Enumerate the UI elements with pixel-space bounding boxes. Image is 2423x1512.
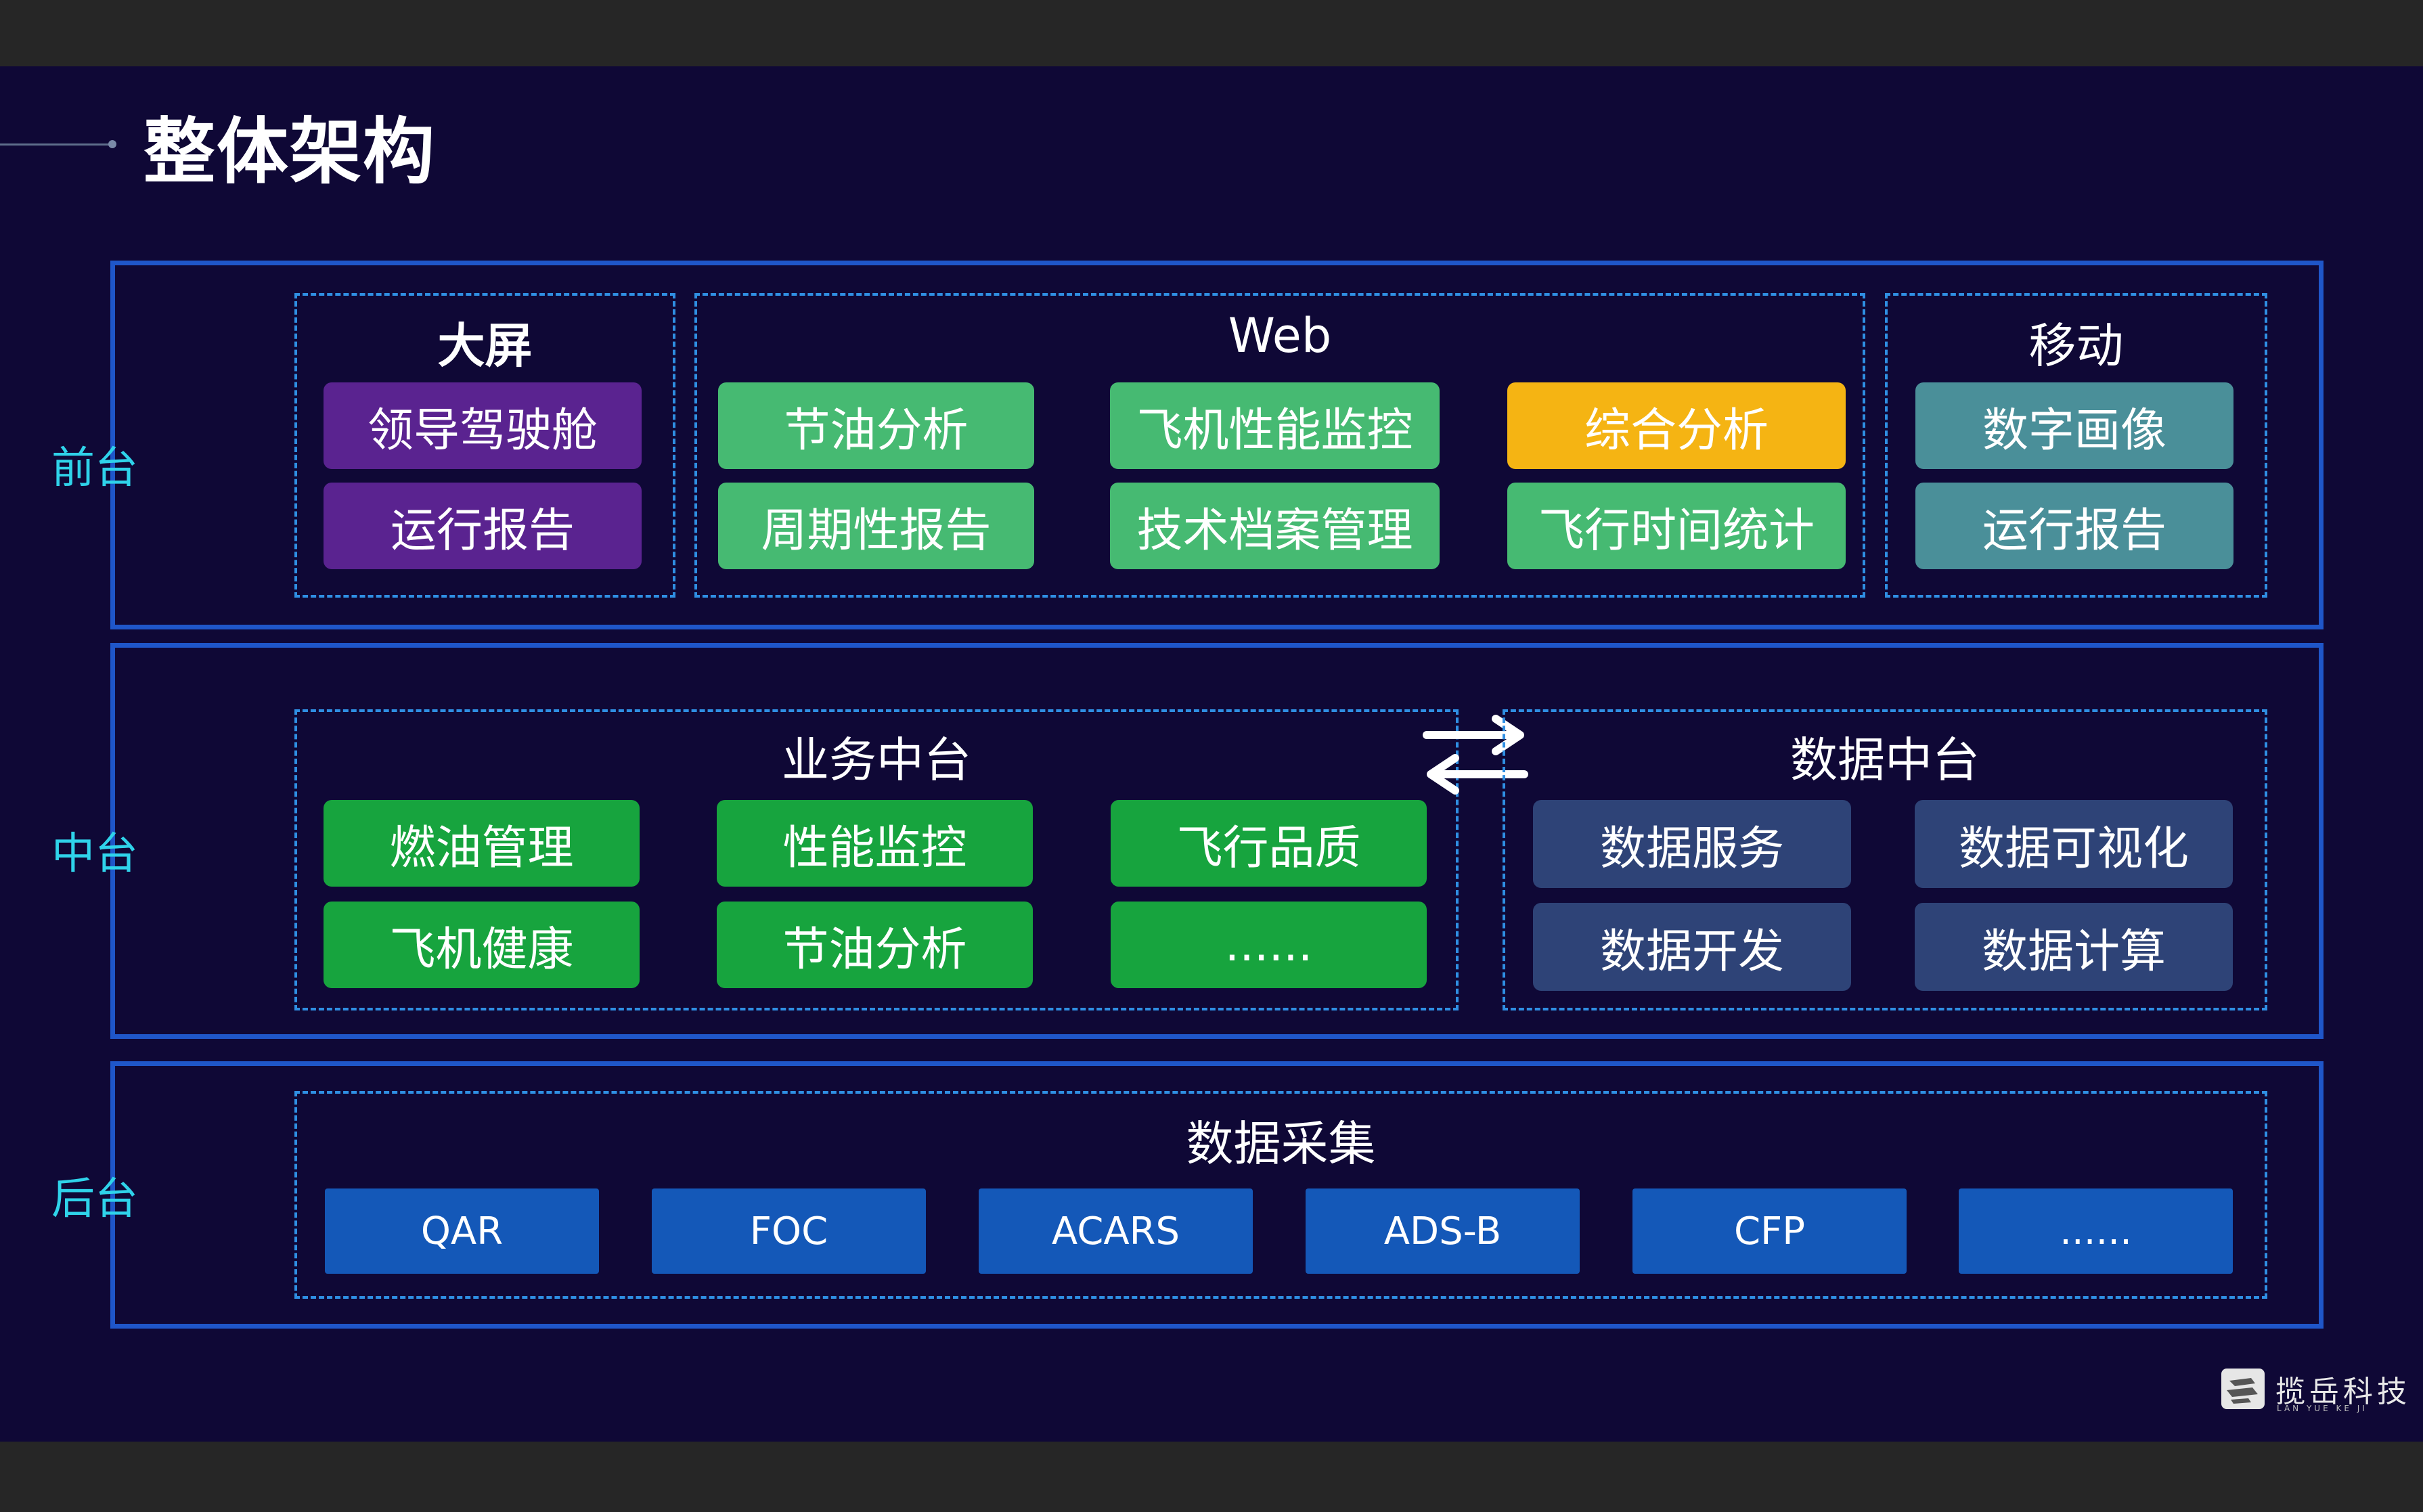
dataplatform-item[interactable]: 数据可视化 xyxy=(1915,800,2233,888)
company-logo: 揽岳科技 LAN YUE KE JI xyxy=(2221,1367,2423,1415)
web-item[interactable]: 飞行时间统计 xyxy=(1507,483,1846,569)
collect-group: 数据采集 QAR FOC ACARS ADS-B CFP ...... xyxy=(294,1091,2267,1299)
middle-layer xyxy=(110,643,2324,1039)
business-item[interactable]: 飞行品质 xyxy=(1111,800,1427,887)
collect-item[interactable]: ACARS xyxy=(979,1188,1253,1274)
back-layer-label: 后台 xyxy=(51,1174,138,1224)
mobile-item[interactable]: 运行报告 xyxy=(1915,483,2233,569)
business-title: 业务中台 xyxy=(782,732,971,788)
web-item[interactable]: 综合分析 xyxy=(1507,382,1846,469)
collect-item[interactable]: FOC xyxy=(652,1188,926,1274)
business-item[interactable]: 燃油管理 xyxy=(324,800,640,887)
dataplatform-item[interactable]: 数据服务 xyxy=(1533,800,1851,888)
front-layer-label: 前台 xyxy=(51,443,138,493)
logo-mark-icon xyxy=(2221,1369,2265,1409)
logo-subtext: LAN YUE KE JI xyxy=(2277,1404,2368,1413)
web-item[interactable]: 技术档案管理 xyxy=(1110,483,1440,569)
dataplatform-item[interactable]: 数据计算 xyxy=(1915,903,2233,991)
business-item[interactable]: ...... xyxy=(1111,902,1427,988)
collect-item[interactable]: ADS-B xyxy=(1306,1188,1580,1274)
bigscreen-group: 大屏 领导驾驶舱 运行报告 xyxy=(294,293,675,598)
exchange-arrows-icon xyxy=(1423,715,1528,795)
dataplatform-group: 数据中台 数据服务 数据可视化 数据开发 数据计算 xyxy=(1503,709,2267,1010)
business-item[interactable]: 性能监控 xyxy=(717,800,1033,887)
bigscreen-item[interactable]: 运行报告 xyxy=(324,483,642,569)
collect-title: 数据采集 xyxy=(1186,1116,1376,1172)
page-title: 整体架构 xyxy=(143,110,436,194)
logo-text: 揽岳科技 xyxy=(2275,1375,2411,1409)
bigscreen-title: 大屏 xyxy=(437,318,533,374)
back-layer xyxy=(110,1061,2324,1329)
business-item[interactable]: 飞机健康 xyxy=(324,902,640,988)
mobile-item[interactable]: 数字画像 xyxy=(1915,382,2233,469)
collect-item[interactable]: CFP xyxy=(1632,1188,1907,1274)
web-item[interactable]: 节油分析 xyxy=(718,382,1034,469)
collect-item[interactable]: ...... xyxy=(1959,1188,2233,1274)
web-item[interactable]: 周期性报告 xyxy=(718,483,1034,569)
dataplatform-title: 数据中台 xyxy=(1790,732,1980,788)
web-title: Web xyxy=(1228,308,1332,363)
collect-item[interactable]: QAR xyxy=(325,1188,599,1274)
dataplatform-item[interactable]: 数据开发 xyxy=(1533,903,1851,991)
mobile-title: 移动 xyxy=(2028,318,2124,374)
title-decor-line xyxy=(0,143,114,146)
web-group: Web 节油分析 飞机性能监控 综合分析 周期性报告 技术档案管理 飞行时间统计 xyxy=(694,293,1865,598)
mobile-group: 移动 数字画像 运行报告 xyxy=(1885,293,2267,598)
title-decor-dot xyxy=(108,140,116,148)
front-layer xyxy=(110,261,2324,629)
bigscreen-item[interactable]: 领导驾驶舱 xyxy=(324,382,642,469)
business-item[interactable]: 节油分析 xyxy=(717,902,1033,988)
web-item[interactable]: 飞机性能监控 xyxy=(1110,382,1440,469)
middle-layer-label: 中台 xyxy=(51,829,138,879)
business-group: 业务中台 燃油管理 性能监控 飞行品质 飞机健康 节油分析 ...... xyxy=(294,709,1459,1010)
